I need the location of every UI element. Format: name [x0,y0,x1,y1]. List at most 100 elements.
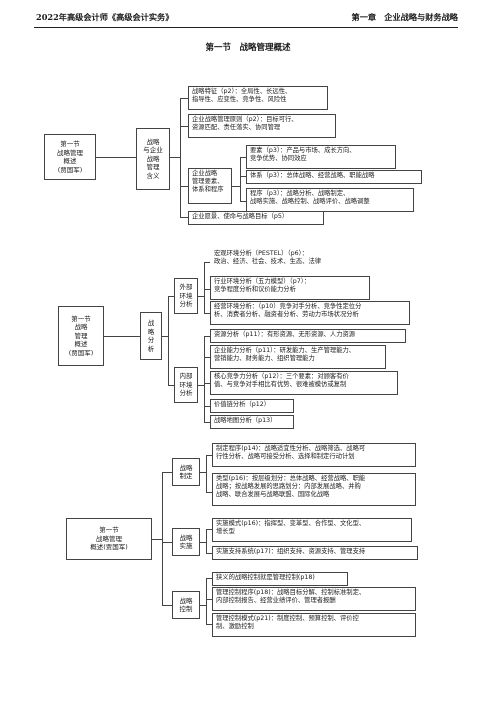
node-text-line: (贾国军) [68,348,94,357]
connector-line [204,313,210,314]
node-text-line: 战略；按战略发展的思路划分：内部发展战略、并购 [216,483,361,491]
node-text-line: 企业愿景、使命与战略目标（p5） [192,213,289,220]
map1-mid-box: 战略 与企业 战略 管理 含义 [136,128,170,190]
node-text-line: 控制 [179,605,193,613]
map2-root-box: 第一节战略 管理概述 (贾国军) [58,306,104,366]
node-text-line: 行业环境分析（五力模型）（p7）： [214,278,311,285]
connector-line [204,262,210,263]
node-text-line: 第一节 [71,314,91,323]
connector-line [168,385,174,386]
node-text-line: 企业能力分析（p11）：研发能力、生产管理能力、 [214,347,356,354]
node-text-line: 制、激励控制 [216,623,254,631]
connector-line [200,605,206,606]
map1-root-line: 概述 [63,157,77,165]
node-text-line: 第一节 [99,526,119,535]
connector-line [206,578,207,625]
map1-mid-line: 含义 [146,171,160,180]
map1-root-line: (贾国军) [57,165,83,174]
node-text-line: 环境 [179,380,193,389]
map2-node-value-chain: 价值链分析（p12） [210,399,294,413]
node-text-line: 政治、经济、社会、技术、生态、法律 [214,258,322,266]
header-divider [34,27,458,29]
map1-node-elements: 要素（p3）：产品与市场、成长方向、竞争优势、协同效应 [246,145,396,169]
map2-internal-analysis-box: 内部环境分析 [174,367,198,403]
connector-line [200,542,206,543]
connector-line [206,624,212,625]
node-text-line: 内部 [179,372,193,381]
connector-line [204,336,205,422]
page-title: 第一节 战略管理概述 [205,43,291,53]
map1-node-process: 程序（p3）：战略分析、战略制定、战略实施、战略控制、战略评价、战略调整 [246,188,414,212]
map1-mid-line: 战略 [146,137,160,146]
node-text-line: 体系（p3）：总体战略、经营战略、职能战略 [250,172,375,179]
map1-root-box: 第一节 战略管理 概述 (贾国军) [44,134,96,180]
node-text-line: 战略、联合发展与战略联盟、国际化战略 [216,491,330,499]
node-text-line: 分 [147,336,155,344]
connector-line [170,157,180,158]
connector-line [206,529,212,530]
node-text-line: 管理 [74,331,88,340]
map3-node-control-procedure: 管理控制程序(p18)：战略目标分解、控制标准制定、内部控制报告、经营业绩评价、… [212,587,416,611]
connector-line [162,336,168,337]
node-text-line: 管理控制程序(p18)：战略目标分解、控制标准制定、 [216,589,366,596]
map2-node-capability-analysis: 企业能力分析（p11）：研发能力、生产管理能力、营销能力、财务能力、组织管理能力 [210,345,386,369]
connector-line [204,336,210,337]
node-text-line: 体系和程序 [192,186,224,194]
map3-root-box: 第一节战略管理概述(贾国军) [66,518,152,560]
connector-line [204,289,210,290]
connector-line [232,186,240,187]
connector-line [180,186,188,187]
node-text-line: 环境 [179,291,193,300]
node-text-line: 程序（p3）：战略分析、战略制定、 [250,190,350,197]
connector-line [168,296,174,297]
node-text-line: 营销能力、财务能力、组织管理能力 [214,355,315,363]
map2-node-macro-pestel: 宏观环境分析（PESTEL）（p6）：政治、经济、社会、技术、生态、法律 [210,248,360,272]
header-chapter-title: 第一章 企业战略与财务战略 [351,12,458,22]
connector-line [206,492,212,493]
node-text-line: 企业战略 [192,170,218,177]
connector-line [162,605,172,606]
connector-line [168,296,169,386]
map2-node-strategy-map: 战略地图分析（p13） [210,415,294,429]
node-text-line: 资源匹配、责任落实、协同管理 [192,124,281,132]
connector-line [96,157,136,158]
node-text-line: 类型(p16)：按层级划分：总体战略、经营战略、职能 [216,475,366,482]
map1-node-elements-system-process: 企业战略管理要素、体系和程序 [188,168,232,204]
node-text-line: 略 [147,327,155,336]
map2-node-operating-environment: 经营环境分析：（p10）竞争对手分析、竞争性定位分析、消费者分析、融资者分析、劳… [210,301,410,325]
connector-line [206,553,212,554]
node-text-line: 经营环境分析：（p10）竞争对手分析、竞争性定位分 [214,303,362,310]
node-text-line: 管理控制模式(p21)：制度控制、预算控制、评价控 [216,615,359,622]
node-text-line: 要素（p3）：产品与市场、成长方向、 [250,147,356,154]
node-text-line: 战略 [179,533,193,542]
node-text-line: 值、与竞争对手相比有优势、很难被模仿或复制 [214,381,347,389]
connector-line [180,98,188,99]
node-text-line: 实施支持系统(p17)：组织支持、资源支持、管理支持 [216,548,366,555]
connector-line [162,472,163,606]
map3-node-implementation-modes: 实施模式(p16)：指挥型、变革型、合作型、文化型、增长型 [212,518,412,542]
connector-line [198,385,204,386]
connector-line [180,98,181,218]
node-text-line: 行性分析、战略可接受分析、选择和制定行动计划 [216,453,355,461]
node-text-line: 概述 [74,340,88,349]
connector-line [104,336,140,337]
node-text-line: 内部控制报告、经营业绩评价、管理者报酬 [216,597,336,605]
node-text-line: 价值链分析（p12） [214,401,271,408]
node-text-line: 析、消费者分析、融资者分析、劳动力市场状况分析 [214,311,359,319]
map1-node-management-principles: 企业战略管理原则（p2）：目标可行、资源匹配、责任落实、协同管理 [188,114,336,138]
connector-line [152,539,162,540]
node-text-line: 实施模式(p16)：指挥型、变革型、合作型、文化型、 [216,520,366,527]
node-text-line: 资源分析（p11）：有形资源、无形资源、人力资源 [214,331,356,338]
map3-node-narrow-control: 狭义的战略控制就是管理控制(p18) [212,572,348,586]
connector-line [180,217,188,218]
node-text-line: 战 [147,319,155,327]
map3-node-strategy-types: 类型(p16)：按层级划分：总体战略、经营战略、职能战略；按战略发展的思路划分：… [212,473,416,506]
node-text-line: 战略地图分析（p13） [214,417,277,424]
connector-line [206,529,207,554]
node-text-line: 管理要素、 [192,178,224,186]
node-text-line: 战略管理 [95,534,122,543]
map1-node-vision-mission: 企业愿景、使命与战略目标（p5） [188,211,324,225]
map3-node-formulation-procedure: 制定程序(p14)：战略适宜性分析、战略筛选、战略可行性分析、战略可接受分析、选… [212,443,416,467]
connector-line [162,472,172,473]
connector-line [200,472,206,473]
